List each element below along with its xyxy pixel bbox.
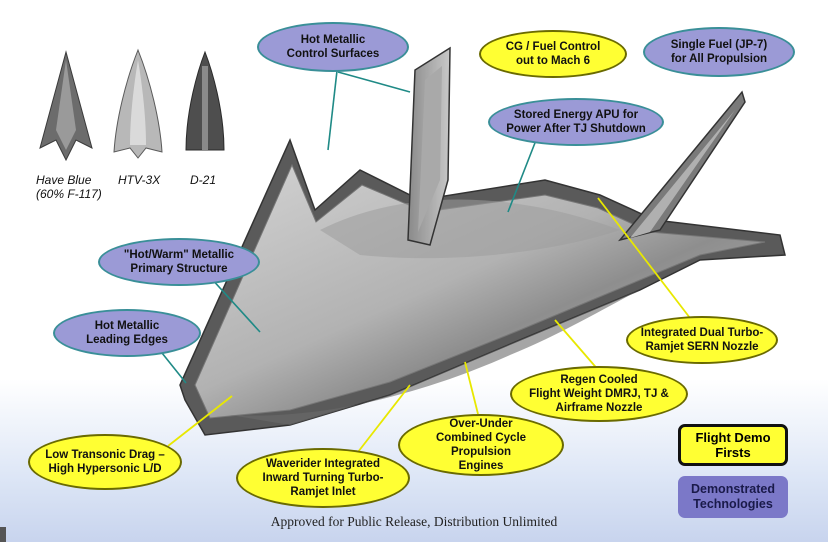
callout-cg-fuel-control: CG / Fuel Control out to Mach 6 [479, 30, 627, 78]
callout-regen-cooled: Regen Cooled Flight Weight DMRJ, TJ & Ai… [510, 366, 688, 422]
corner-mark [0, 527, 6, 542]
callout-text: "Hot/Warm" Metallic Primary Structure [123, 249, 235, 275]
d-21-caption: D-21 [190, 173, 217, 187]
callout-text: Integrated Dual Turbo- Ramjet SERN Nozzl… [640, 327, 764, 353]
htv-3x-aircraft [113, 48, 163, 159]
callout-text: Regen Cooled Flight Weight DMRJ, TJ & Ai… [529, 374, 669, 414]
callout-text: Low Transonic Drag – High Hypersonic L/D [45, 449, 165, 475]
callout-text: Stored Energy APU for Power After TJ Shu… [506, 109, 646, 135]
htv-3x-caption: HTV-3X [118, 173, 161, 187]
callout-text: Over-Under Combined Cycle Propulsion Eng… [435, 418, 527, 472]
callout-text: Single Fuel (JP-7) for All Propulsion [670, 39, 768, 65]
have-blue-caption: Have Blue (60% F-117) [36, 173, 102, 201]
callout-hot-metallic-control-surfaces: Hot Metallic Control Surfaces [257, 22, 409, 72]
callout-text: Hot Metallic Control Surfaces [286, 34, 380, 60]
callout-hot-metallic-leading-edges: Hot Metallic Leading Edges [53, 309, 201, 357]
legend-demonstrated-technologies: Demonstrated Technologies [678, 476, 788, 518]
callout-text: CG / Fuel Control out to Mach 6 [505, 41, 601, 67]
distribution-statement: Approved for Public Release, Distributio… [270, 514, 558, 529]
legend-flight-demo-firsts: Flight Demo Firsts [678, 424, 788, 466]
callout-stored-energy-apu: Stored Energy APU for Power After TJ Shu… [488, 98, 664, 146]
callout-single-fuel: Single Fuel (JP-7) for All Propulsion [643, 27, 795, 77]
callout-over-under: Over-Under Combined Cycle Propulsion Eng… [398, 414, 564, 476]
have-blue-aircraft [39, 50, 93, 162]
d-21-aircraft [185, 50, 225, 151]
callout-waverider-inlet: Waverider Integrated Inward Turning Turb… [236, 448, 410, 508]
callout-low-transonic-drag: Low Transonic Drag – High Hypersonic L/D [28, 434, 182, 490]
callout-text: Waverider Integrated Inward Turning Turb… [262, 458, 384, 498]
callout-integrated-dual-nozzle: Integrated Dual Turbo- Ramjet SERN Nozzl… [626, 316, 778, 364]
hypersonic-vehicle [179, 46, 786, 436]
callout-hot-warm-structure: "Hot/Warm" Metallic Primary Structure [98, 238, 260, 286]
callout-text: Hot Metallic Leading Edges [86, 320, 168, 346]
